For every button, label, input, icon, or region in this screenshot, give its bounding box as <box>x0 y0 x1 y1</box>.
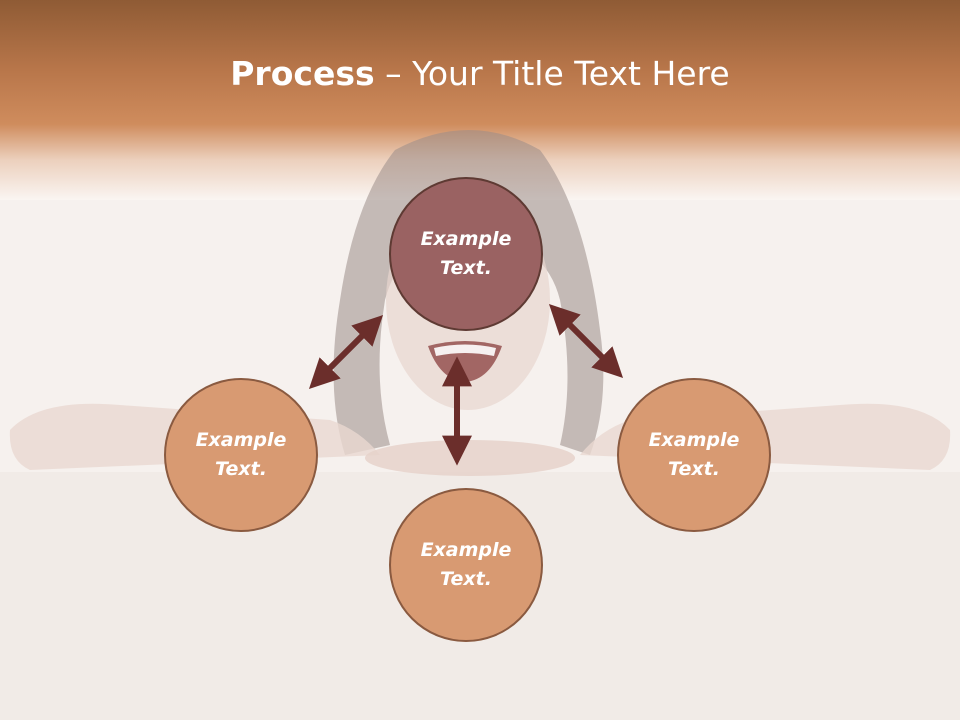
title-bold: Process <box>230 54 375 93</box>
right-node: Example Text. <box>617 378 771 532</box>
left-node-label: Example Text. <box>195 429 287 480</box>
left-node: Example Text. <box>164 378 318 532</box>
double-arrow-icon <box>308 314 384 390</box>
center-node-label: Example Text. <box>420 228 512 279</box>
title-rest: – Your Title Text Here <box>374 54 730 93</box>
right-node-label: Example Text. <box>648 429 740 480</box>
bottom-node: Example Text. <box>389 488 543 642</box>
double-arrow-icon <box>548 303 624 379</box>
page-title: Process – Your Title Text Here <box>0 52 960 96</box>
bottom-node-label: Example Text. <box>420 539 512 590</box>
center-node: Example Text. <box>389 177 543 331</box>
